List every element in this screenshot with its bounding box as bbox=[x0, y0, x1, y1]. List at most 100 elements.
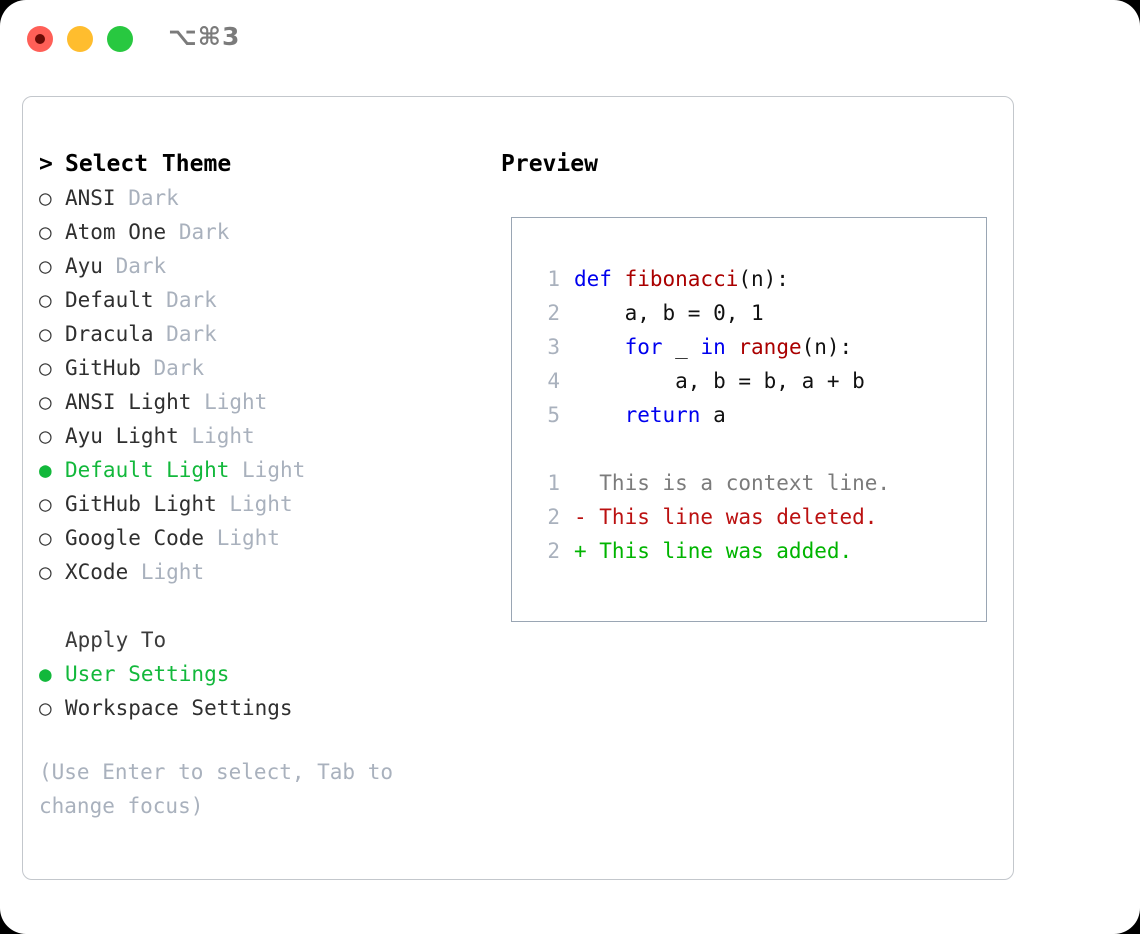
code-token: fibonacci bbox=[624, 267, 739, 291]
apply-to-heading-label: Apply To bbox=[65, 628, 167, 652]
close-button[interactable] bbox=[27, 26, 53, 52]
code-token: return bbox=[624, 403, 701, 427]
theme-option-label: Atom One bbox=[65, 220, 167, 244]
theme-option-xcode[interactable]: ○XCode Light bbox=[39, 555, 479, 589]
theme-option-tag: Dark bbox=[178, 220, 230, 244]
theme-option-label: ANSI Light bbox=[65, 390, 192, 414]
radio-unselected-icon[interactable]: ○ bbox=[39, 186, 52, 210]
diff-token: + This line was added. bbox=[574, 539, 853, 563]
theme-selection-column: >Select Theme ○ANSI Dark ○Atom One Dark … bbox=[39, 147, 479, 823]
line-number: 2 bbox=[547, 301, 560, 325]
code-diff-separator bbox=[512, 432, 986, 466]
theme-option-tag: Dark bbox=[128, 186, 179, 210]
radio-selected-icon[interactable]: ● bbox=[39, 662, 52, 686]
line-number: 2 bbox=[547, 505, 560, 529]
theme-option-default-light[interactable]: ● Default Light Light bbox=[39, 453, 479, 487]
theme-option-tag: Dark bbox=[153, 356, 205, 380]
theme-option-github-light[interactable]: ○ GitHub Light Light bbox=[39, 487, 479, 521]
code-token bbox=[574, 403, 625, 427]
radio-unselected-icon[interactable]: ○ bbox=[39, 424, 52, 448]
apply-to-option-workspace-settings[interactable]: ○Workspace Settings bbox=[39, 691, 479, 725]
radio-selected-icon[interactable]: ● bbox=[39, 458, 52, 482]
radio-unselected-icon[interactable]: ○ bbox=[39, 390, 52, 414]
apply-to-heading: ○Apply To bbox=[39, 623, 479, 657]
code-token: range bbox=[738, 335, 802, 359]
select-theme-heading-label: Select Theme bbox=[65, 151, 232, 177]
theme-option-tag: Light bbox=[229, 492, 293, 516]
theme-option-github-dark[interactable]: ○ GitHub Dark bbox=[39, 351, 479, 385]
theme-option-label: Ayu Light bbox=[65, 424, 179, 448]
title-bar: ⌥⌘3 bbox=[0, 0, 1140, 80]
radio-unselected-icon[interactable]: ○ bbox=[39, 220, 52, 244]
theme-option-tag: Dark bbox=[115, 254, 167, 278]
code-token: for bbox=[624, 335, 663, 359]
theme-option-tag: Light bbox=[216, 526, 280, 550]
theme-option-ayu-light[interactable]: ○ Ayu Light Light bbox=[39, 419, 479, 453]
keyboard-shortcut-label: ⌥⌘3 bbox=[168, 22, 241, 51]
preview-heading: Preview bbox=[501, 151, 598, 177]
diff-token: This is a context line. bbox=[574, 471, 891, 495]
theme-option-dracula-dark[interactable]: ○ Dracula Dark bbox=[39, 317, 479, 351]
theme-option-label: Google Code bbox=[65, 526, 205, 550]
radio-unselected-icon[interactable]: ○ bbox=[39, 492, 52, 516]
theme-option-ansi-light[interactable]: ○ ANSI Light Light bbox=[39, 385, 479, 419]
theme-option-label: Ayu bbox=[65, 254, 103, 278]
theme-option-ayu-dark[interactable]: ○ Ayu Dark bbox=[39, 249, 479, 283]
code-line: 3 for _ in range(n): bbox=[512, 330, 986, 364]
theme-option-tag: Dark bbox=[166, 288, 217, 312]
theme-option-label: Dracula bbox=[65, 322, 154, 346]
line-number: 2 bbox=[547, 539, 560, 563]
theme-option-tag: Light bbox=[242, 458, 306, 482]
code-token: a, b = b, a + b bbox=[574, 369, 865, 393]
theme-option-label: GitHub bbox=[65, 356, 141, 380]
code-line: 4 a, b = b, a + b bbox=[512, 364, 986, 398]
radio-unselected-icon[interactable]: ○ bbox=[39, 560, 52, 584]
apply-to-option-label: User Settings bbox=[65, 662, 230, 686]
theme-option-label: Default bbox=[65, 288, 154, 312]
minimize-button[interactable] bbox=[67, 26, 93, 52]
theme-option-label: ANSI bbox=[65, 186, 116, 210]
theme-option-ansi-dark[interactable]: ○ ANSI Dark bbox=[39, 181, 479, 215]
line-number: 3 bbox=[547, 335, 560, 359]
theme-option-tag: Light bbox=[140, 560, 205, 584]
radio-unselected-icon[interactable]: ○ bbox=[39, 288, 52, 312]
radio-unselected-icon[interactable]: ○ bbox=[39, 356, 52, 380]
line-number: 4 bbox=[547, 369, 560, 393]
line-number: 5 bbox=[547, 403, 560, 427]
code-token: _ bbox=[662, 335, 701, 359]
theme-option-tag: Light bbox=[191, 424, 255, 448]
radio-unselected-icon[interactable]: ○ bbox=[39, 322, 52, 346]
code-token: (n): bbox=[738, 267, 789, 291]
apply-to-option-user-settings[interactable]: ● User Settings bbox=[39, 657, 479, 691]
theme-option-label: GitHub Light bbox=[65, 492, 217, 516]
diff-line-context: 1 This is a context line. bbox=[512, 466, 986, 500]
theme-option-atom-one-dark[interactable]: ○ Atom One Dark bbox=[39, 215, 479, 249]
code-token: def bbox=[574, 267, 625, 291]
radio-unselected-icon[interactable]: ○ bbox=[39, 254, 52, 278]
code-line: 2 a, b = 0, 1 bbox=[512, 296, 986, 330]
section-spacer bbox=[39, 589, 479, 623]
diff-token: - This line was deleted. bbox=[574, 505, 878, 529]
theme-picker-card: >Select Theme ○ANSI Dark ○Atom One Dark … bbox=[22, 96, 1014, 880]
select-theme-heading: > Select Theme bbox=[39, 147, 479, 181]
zoom-button[interactable] bbox=[107, 26, 133, 52]
line-number: 1 bbox=[547, 471, 560, 495]
theme-option-label: Default Light bbox=[65, 458, 230, 482]
radio-unselected-icon[interactable]: ○ bbox=[39, 526, 52, 550]
code-token: a, b = 0, 1 bbox=[574, 301, 764, 325]
code-token: a bbox=[700, 403, 726, 427]
theme-option-default-dark[interactable]: ○ Default Dark bbox=[39, 283, 479, 317]
theme-option-tag: Light bbox=[204, 390, 268, 414]
prompt-caret-icon: > bbox=[39, 151, 53, 177]
theme-option-tag: Dark bbox=[166, 322, 217, 346]
code-token: (n): bbox=[801, 335, 853, 359]
diff-line-added: 2 + This line was added. bbox=[512, 534, 986, 568]
code-line: 5 return a bbox=[512, 398, 986, 432]
radio-unselected-icon[interactable]: ○ bbox=[39, 696, 52, 720]
code-token: in bbox=[700, 335, 739, 359]
theme-option-google-code[interactable]: ○ Google Code Light bbox=[39, 521, 479, 555]
diff-line-deleted: 2 - This line was deleted. bbox=[512, 500, 986, 534]
